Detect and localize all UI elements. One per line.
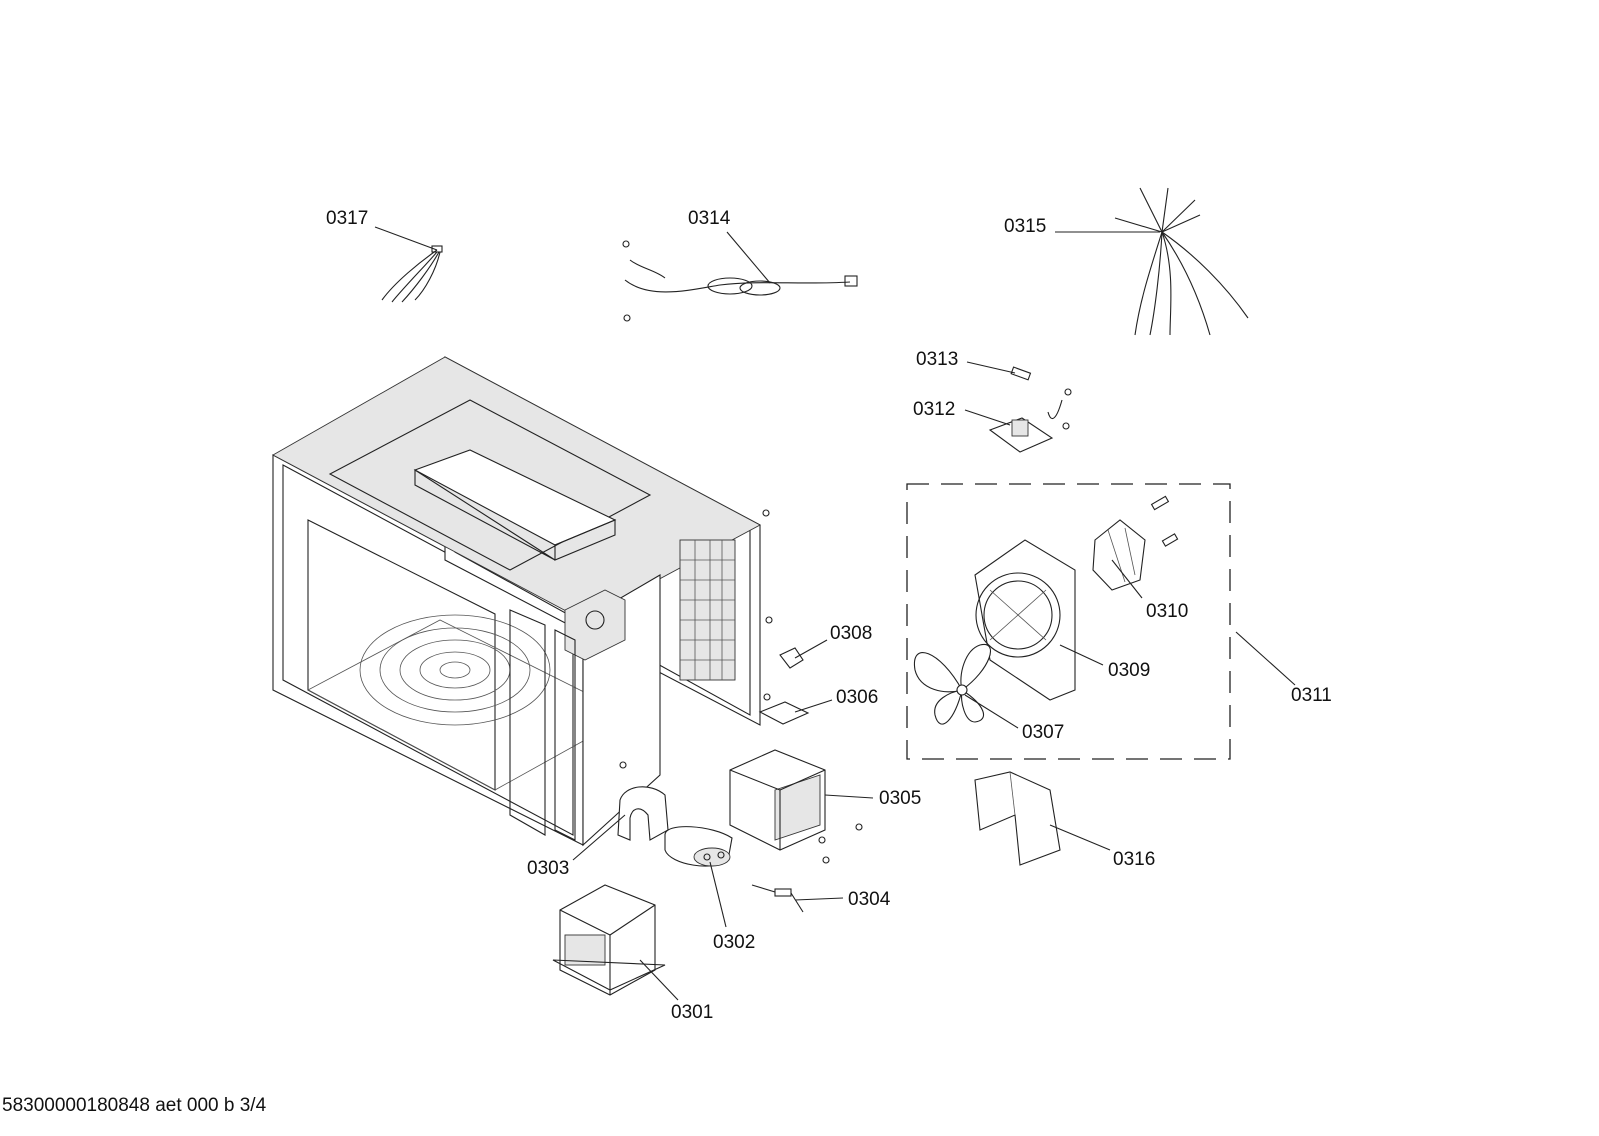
callout-0314: 0314 [688, 208, 731, 229]
part-0309-fan-housing-drawing [974, 539, 1076, 701]
oven-housing-drawing [272, 356, 761, 847]
callout-0301: 0301 [671, 1002, 714, 1023]
part-0308-drawing [779, 647, 804, 669]
part-0310-motor-drawing [1092, 495, 1179, 591]
callout-0315: 0315 [1004, 216, 1047, 237]
callout-0305: 0305 [879, 788, 922, 809]
part-0317-wire-drawing [381, 245, 443, 303]
part-0304-diode-drawing [751, 884, 804, 913]
part-0307-fan-blade-drawing [913, 643, 991, 725]
part-0312-drawing [988, 388, 1072, 453]
callout-0304: 0304 [848, 889, 891, 910]
callout-0310: 0310 [1146, 601, 1189, 622]
part-0305-transformer-drawing [729, 749, 826, 851]
part-0301-transformer-drawing [552, 884, 666, 996]
callout-0311: 0311 [1291, 685, 1332, 706]
callout-0309: 0309 [1108, 660, 1151, 681]
leader-lines [374, 226, 1296, 1001]
assembly-0311-outline [906, 483, 1231, 760]
screws-drawing [619, 240, 863, 864]
callout-0306: 0306 [836, 687, 879, 708]
callout-0308: 0308 [830, 623, 873, 644]
part-0302-capacitor-drawing [664, 826, 733, 867]
callout-0316: 0316 [1113, 849, 1156, 870]
callout-0312: 0312 [913, 399, 956, 420]
part-0306-drawing [758, 701, 810, 725]
callout-0302: 0302 [713, 932, 756, 953]
part-0314-harness-drawing [624, 259, 858, 296]
callout-0303: 0303 [527, 858, 570, 879]
document-footer-id: 58300000180848 aet 000 b 3/4 [2, 1095, 267, 1116]
part-0303-clamp-drawing [617, 786, 669, 841]
part-0313-drawing [1010, 366, 1032, 381]
callout-0307: 0307 [1022, 722, 1065, 743]
callout-0313: 0313 [916, 349, 959, 370]
part-0315-wires-drawing [1114, 187, 1249, 336]
part-0316-bracket-drawing [974, 771, 1061, 866]
callout-0317: 0317 [326, 208, 369, 229]
